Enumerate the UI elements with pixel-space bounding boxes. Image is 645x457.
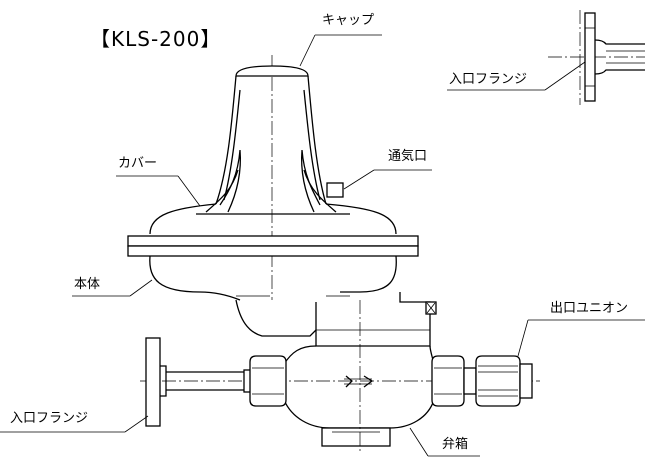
leader-body <box>72 279 153 297</box>
inlet-flange-detail-view <box>548 10 645 105</box>
leader-valve-box <box>409 427 480 457</box>
valve-box <box>283 300 435 452</box>
body <box>149 255 437 347</box>
inlet-union-nut <box>249 355 287 407</box>
leader-outlet-union <box>517 319 645 357</box>
label-vent: 通気口 <box>388 148 427 164</box>
vent <box>326 182 344 198</box>
label-inlet-flange: 入口フランジ <box>10 411 88 426</box>
label-cap: キャップ <box>322 13 374 28</box>
label-body: 本体 <box>74 277 100 292</box>
inlet-flange-detail-leader <box>447 61 586 91</box>
flow-arrow-icon <box>344 375 374 388</box>
model-title: 【KLS-200】 <box>90 27 221 51</box>
cap <box>235 65 309 77</box>
leader-inlet-flange <box>0 415 149 433</box>
inlet-flange <box>145 337 257 427</box>
label-cover: カバー <box>118 156 157 171</box>
leader-cover <box>116 175 201 207</box>
outlet-body-nut <box>431 355 477 407</box>
cover <box>149 75 397 235</box>
label-outlet-union: 出口ユニオン <box>550 301 628 316</box>
outlet-union <box>475 355 533 407</box>
leader-cap <box>299 34 382 67</box>
diaphragm-flange <box>127 235 419 257</box>
label-inlet-flange-detail: 入口フランジ <box>449 72 527 87</box>
leader-vent <box>343 169 432 190</box>
label-valve-box: 弁箱 <box>442 436 468 452</box>
